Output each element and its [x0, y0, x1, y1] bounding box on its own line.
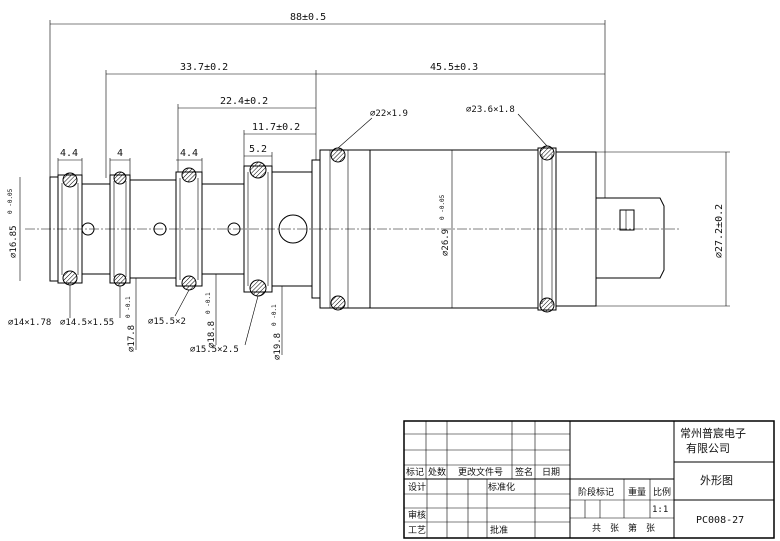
dim-mid-length: 22.4±0.2 [220, 96, 268, 107]
dim-oring-right-top: ⌀22×1.9 [370, 109, 408, 119]
dim-oring-1: ⌀14×1.78 [8, 318, 51, 328]
dim-body-tol: 0 -0.05 [439, 194, 446, 220]
col-sign: 签名 [515, 466, 533, 478]
row-design: 设计 [408, 481, 426, 493]
dim-body: ⌀26.9 [441, 229, 451, 256]
col-date: 日期 [542, 467, 560, 478]
dim-2: ⌀17.8 [127, 325, 137, 352]
dim-w2: 4 [117, 148, 123, 159]
col-mark: 标记 [406, 466, 424, 478]
dim-oring-3: ⌀15.5×2 [148, 317, 186, 327]
col-doc: 更改文件号 [458, 466, 503, 478]
dim-w1: 4.4 [60, 148, 78, 159]
dim-oring-4: ⌀15.5×2.5 [190, 345, 239, 355]
company-name-line2: 有限公司 [686, 441, 730, 455]
col-count: 处数 [428, 466, 446, 478]
dim-left-end: ⌀16.85 [9, 225, 19, 258]
dim-right-end: ⌀27.2±0.2 [714, 204, 725, 258]
dim-oring-far-right: ⌀23.6×1.8 [466, 105, 515, 115]
weight-label: 重量 [628, 486, 646, 498]
dim-left-end-tol: 0 -0.05 [7, 188, 14, 214]
dim-short-length: 11.7±0.2 [252, 122, 300, 133]
stage-mark: 阶段标记 [578, 486, 614, 498]
dim-4: ⌀19.8 [273, 333, 283, 360]
dim-oring-2: ⌀14.5×1.55 [60, 318, 114, 328]
title-block: 常州普宸电子 有限公司 外形图 PC008-27 1:1 标记 处数 更改文件号… [403, 420, 775, 539]
drawing-name: 外形图 [700, 474, 733, 487]
dim-left-length: 33.7±0.2 [180, 62, 228, 73]
dim-w3: 4.4 [180, 148, 198, 159]
ratio-label: 比例 [653, 486, 671, 498]
o-rings [62, 145, 555, 313]
dim-right-length: 45.5±0.3 [430, 62, 478, 73]
dim-w4: 5.2 [249, 144, 267, 155]
sheets-label: 共 张 第 张 [592, 522, 655, 534]
dim-3-tol: 0 -0.1 [205, 292, 212, 314]
row-process: 工艺 [408, 525, 426, 536]
dimension-lines [19, 20, 730, 355]
dim-4-tol: 0 -0.1 [271, 304, 278, 326]
dim-overall-length: 88±0.5 [290, 12, 326, 23]
row-review: 审核 [408, 509, 426, 521]
drawing-number: PC008-27 [696, 515, 744, 526]
scale-value: 1:1 [652, 505, 668, 515]
company-name-line1: 常州普宸电子 [680, 426, 746, 440]
row-approve: 批准 [490, 524, 508, 536]
dim-3: ⌀18.8 [207, 321, 217, 348]
row-standard: 标准化 [488, 481, 515, 493]
dim-2-tol: 0 -0.1 [125, 296, 132, 318]
dimension-labels: 88±0.5 33.7±0.2 45.5±0.3 22.4±0.2 11.7±0… [7, 12, 725, 360]
